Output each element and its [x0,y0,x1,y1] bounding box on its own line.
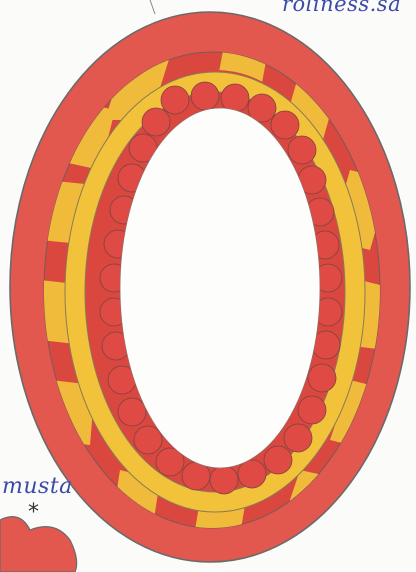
label-bottom-left: musta [2,474,73,499]
asterisk-marker: * [28,500,39,525]
label-top-right: roliness.sa [282,0,401,16]
pencil-stroke [150,0,155,14]
lumen [120,108,320,468]
